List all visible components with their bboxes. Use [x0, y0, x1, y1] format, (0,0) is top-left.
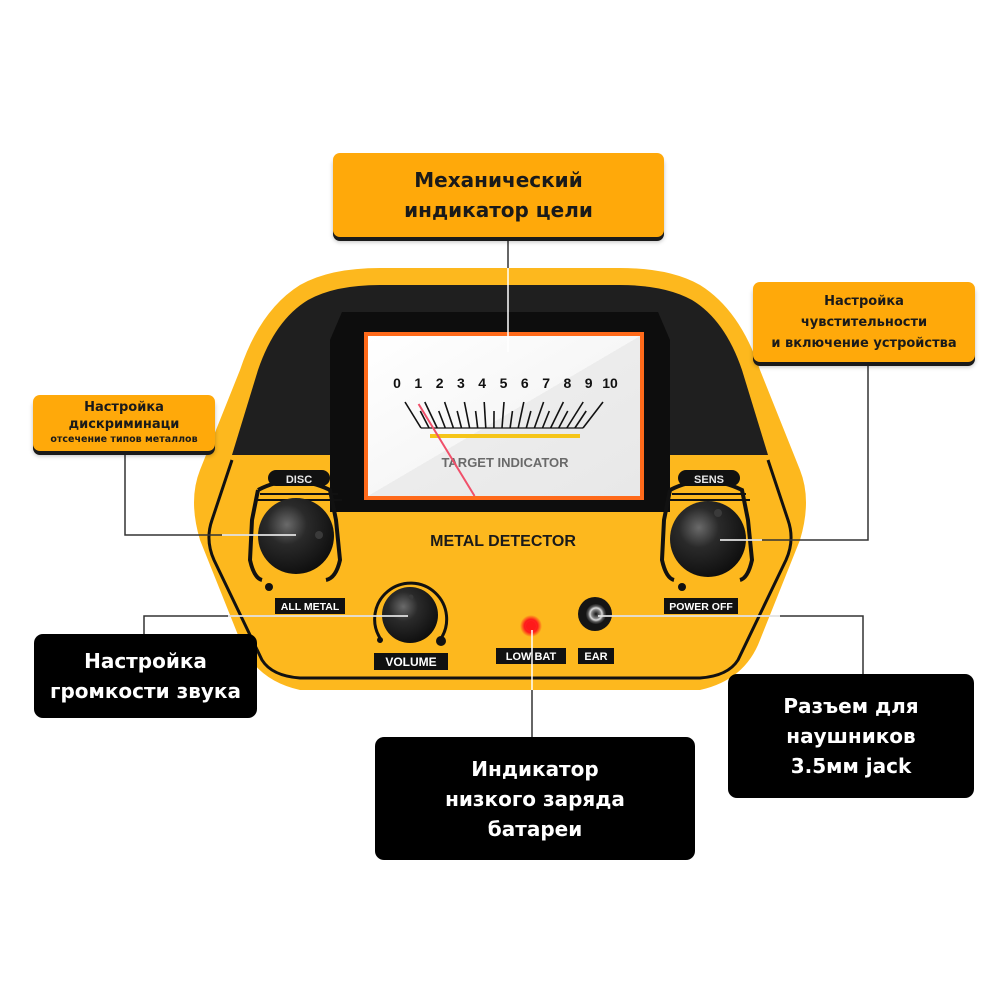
volume-knob [382, 587, 438, 643]
meter-minor-tick [456, 410, 463, 429]
leader-lines [124, 237, 869, 737]
meter-scale-label: 7 [542, 375, 550, 391]
meter-major-tick [463, 401, 471, 429]
sens-knob-group: SENS POWER OFF [659, 470, 755, 614]
callout-headphone-jack: Разъем для наушников 3.5мм jack [728, 674, 974, 798]
sens-top-label: SENS [694, 474, 724, 486]
callout-line: чувстительности [800, 314, 928, 330]
meter-scale-label: 2 [436, 375, 444, 391]
meter-major-tick [517, 401, 525, 429]
meter-face [368, 336, 640, 496]
callout-line: Разъем для [783, 694, 919, 718]
meter-scale-label: 10 [602, 375, 618, 391]
meter-caption: TARGET INDICATOR [441, 455, 569, 470]
callout-line: наушников [786, 724, 916, 748]
meter-minor-tick [541, 410, 551, 429]
meter-minor-tick [525, 410, 532, 429]
meter-scale-label: 0 [393, 375, 401, 391]
ear-jack [586, 604, 606, 624]
callout-sensitivity: Настройка чувстительности и включение ус… [753, 282, 975, 362]
callout-line: индикатор цели [404, 198, 593, 222]
meter-major-tick [501, 401, 505, 429]
sens-knob [670, 501, 746, 577]
meter-minor-tick [437, 410, 447, 429]
callout-line: громкости звука [50, 679, 241, 703]
meter-minor-tick [474, 410, 479, 429]
callout-volume: Настройка громкости звука [34, 634, 257, 718]
meter-major-tick [443, 401, 455, 429]
meter-major-tick [549, 401, 565, 429]
meter-minor-tick [574, 410, 587, 429]
meter-scale-label: 5 [500, 375, 508, 391]
device-inner-outline [207, 459, 793, 680]
meter-scale-label: 9 [585, 375, 593, 391]
callout-line: Индикатор [471, 756, 599, 781]
meter-major-tick [533, 401, 545, 429]
callout-line: Настройка [84, 649, 207, 673]
leader-sens [720, 362, 869, 541]
callout-low-battery: Индикатор низкого заряда батареи [375, 737, 695, 860]
callout-line: низкого заряда [445, 786, 625, 811]
device-title: METAL DETECTOR [430, 533, 576, 550]
meter-scale-label: 6 [521, 375, 529, 391]
sens-bottom-label: POWER OFF [669, 601, 733, 613]
callout-line: Настройка [824, 293, 904, 309]
meter-scale-label: 8 [564, 375, 572, 391]
ear-label: EAR [584, 651, 607, 663]
callout-line: Настройка [84, 400, 164, 415]
meter-minor-tick [557, 410, 569, 429]
low-battery-led [526, 621, 536, 631]
meter-major-tick [424, 401, 438, 429]
meter-scale-label: 3 [457, 375, 465, 391]
callout-line: дискриминаци [68, 417, 180, 432]
meter-major-tick [566, 401, 584, 429]
callout-line: Механический [414, 168, 583, 192]
callout-target-indicator: Механический индикатор цели [333, 153, 664, 237]
callout-discrimination: Настройка дискриминаци отсечение типов м… [33, 395, 215, 451]
meter-minor-tick [509, 410, 514, 429]
disc-top-label: DISC [286, 474, 312, 486]
callout-line: батареи [487, 816, 583, 841]
disc-knob [258, 498, 334, 574]
meter-scale-label: 1 [414, 375, 422, 391]
meter-needle [417, 403, 476, 497]
callout-line: 3.5мм jack [790, 754, 912, 778]
volume-knob-group: VOLUME [373, 581, 449, 670]
meter-major-tick [404, 401, 422, 429]
meter-minor-tick [419, 410, 430, 429]
meter-major-tick [483, 401, 487, 429]
meter-major-tick [582, 401, 604, 429]
disc-bottom-label: ALL METAL [281, 601, 340, 613]
volume-label: VOLUME [385, 655, 436, 669]
callout-line-small: отсечение типов металлов [50, 434, 198, 445]
disc-knob-group: DISC ALL METAL [247, 470, 345, 614]
low-battery-label: LOW BAT [506, 651, 557, 663]
callout-line: и включение устройства [771, 335, 957, 351]
meter-scale-label: 4 [478, 375, 486, 391]
